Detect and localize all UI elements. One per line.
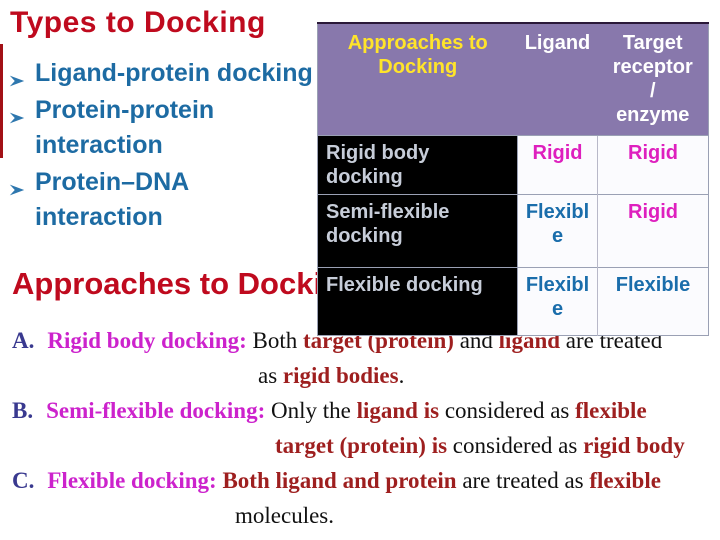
table-row: Rigid body docking Rigid Rigid: [317, 135, 709, 195]
approach-cell: Rigid body docking: [317, 135, 518, 195]
plain-text: considered as: [447, 433, 584, 458]
definition-line-a-cont: as rigid bodies.: [0, 358, 720, 393]
table-row: Semi-flexible docking Flexible Rigid: [317, 194, 709, 268]
term-label: Rigid body docking:: [47, 328, 247, 353]
bullet-list: Ligand-protein docking Protein-protein i…: [8, 56, 313, 237]
emphasis-text: target (protein) is: [275, 433, 448, 458]
target-cell: Rigid: [597, 135, 709, 195]
definition-line-c: C. Flexible docking: Both ligand and prot…: [0, 463, 720, 498]
definition-line-b-cont: target (protein) is considered as rigid …: [0, 428, 720, 463]
plain-text: Only the: [265, 398, 357, 423]
bullet-text: Protein–DNA: [35, 168, 190, 196]
table-header-row: Approaches to Docking Ligand Target rece…: [317, 23, 709, 136]
list-item: Ligand-protein docking: [8, 56, 313, 91]
arrowhead-bullet-icon: [8, 174, 26, 209]
emphasis-text: Both ligand and protein: [222, 468, 457, 493]
term-label: Flexible docking:: [47, 468, 217, 493]
definition-line-b: B. Semi-flexible docking: Only the ligand…: [0, 393, 720, 428]
plain-text: .: [398, 363, 405, 388]
section-heading: Approaches to Docking: [12, 266, 360, 301]
slide-title: Types to Docking: [10, 6, 266, 39]
list-marker: C.: [12, 468, 35, 493]
target-cell: Rigid: [597, 194, 709, 268]
definitions-block: A. Rigid body docking: Both target (prote…: [0, 323, 720, 533]
bullet-text: Ligand-protein docking: [35, 59, 313, 87]
header-line: Ligand: [524, 32, 591, 54]
header-line: Approaches to: [347, 32, 488, 54]
bullet-text-wrap: interaction: [35, 203, 163, 231]
left-border-accent: [0, 44, 3, 158]
list-item: Protein–DNA interaction: [8, 165, 313, 235]
header-line: Target: [622, 32, 683, 54]
plain-text: considered as: [439, 398, 576, 423]
emphasis-text: rigid body: [583, 433, 685, 458]
header-cell-approaches: Approaches to Docking: [317, 23, 518, 136]
bullet-text: Protein-protein: [35, 96, 215, 124]
plain-text: molecules.: [235, 503, 334, 528]
list-item: Protein-protein interaction: [8, 93, 313, 163]
approach-cell: Flexible docking: [317, 267, 518, 336]
definition-line-c-cont: molecules.: [0, 498, 720, 533]
bullet-text-wrap: interaction: [35, 131, 163, 159]
plain-text: as: [258, 363, 283, 388]
header-cell-target: Target receptor / enzyme: [597, 23, 709, 136]
header-line: enzyme: [616, 104, 690, 126]
emphasis-text: flexible: [575, 398, 647, 423]
arrowhead-bullet-icon: [8, 65, 26, 100]
header-cell-ligand: Ligand: [517, 23, 598, 136]
arrowhead-bullet-icon: [8, 102, 26, 137]
plain-text: Both: [246, 328, 304, 353]
emphasis-text: ligand is: [356, 398, 440, 423]
target-cell: Flexible: [597, 267, 709, 336]
plain-text: are treated as: [456, 468, 590, 493]
list-marker: B.: [12, 398, 34, 423]
list-marker: A.: [12, 328, 35, 353]
ligand-cell: Flexible: [517, 267, 598, 336]
ligand-cell: Rigid: [517, 135, 598, 195]
emphasis-text: rigid bodies: [282, 363, 399, 388]
approach-cell: Semi-flexible docking: [317, 194, 518, 268]
header-line: /: [649, 80, 656, 102]
ligand-cell: Flexible: [517, 194, 598, 268]
emphasis-text: flexible: [589, 468, 661, 493]
header-line: Docking: [378, 56, 458, 78]
term-label: Semi-flexible docking:: [46, 398, 266, 423]
header-line: receptor: [612, 56, 693, 78]
table-row: Flexible docking Flexible Flexible: [317, 267, 709, 336]
approaches-table: Approaches to Docking Ligand Target rece…: [317, 22, 709, 336]
